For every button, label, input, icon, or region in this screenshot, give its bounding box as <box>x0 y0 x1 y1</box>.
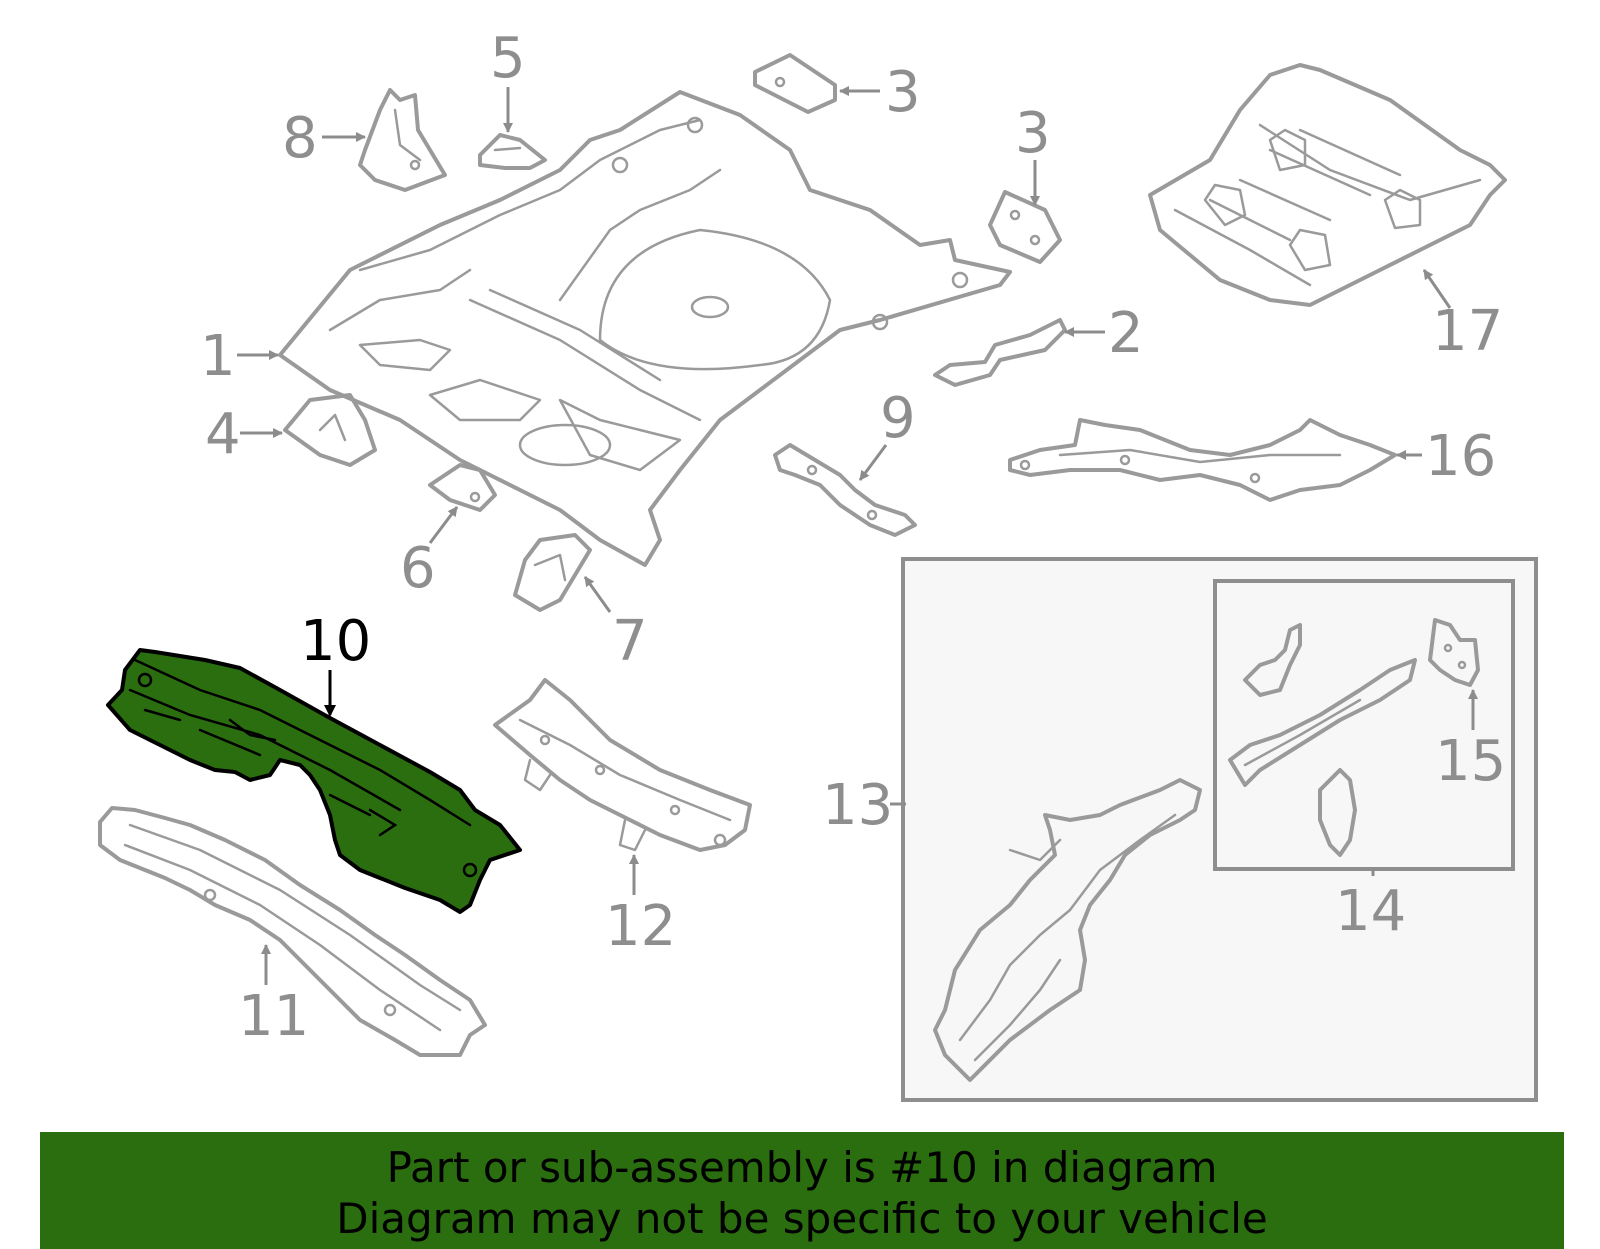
part-3-plate-top <box>753 53 837 114</box>
part-10-rear-crossmember-highlighted[interactable] <box>106 648 522 914</box>
assembly-14-box <box>1213 579 1515 871</box>
leader-arrows <box>237 86 1478 985</box>
part-14-bracket-set <box>1228 623 1417 857</box>
part-15-bracket <box>1428 618 1480 687</box>
callout-6: 6 <box>400 536 436 601</box>
part-9-reinforcement <box>773 443 917 537</box>
part-6-bracket <box>428 463 497 512</box>
part-7-bracket <box>513 533 592 612</box>
part-12-crossmember <box>493 678 752 852</box>
callout-1: 1 <box>200 324 236 389</box>
callout-2: 2 <box>1108 301 1144 366</box>
part-16-crossmember <box>1008 418 1397 502</box>
callout-11: 11 <box>238 984 309 1049</box>
callout-4: 4 <box>205 402 241 467</box>
callout-16: 16 <box>1425 424 1496 489</box>
callout-12: 12 <box>605 894 676 959</box>
callout-3-top: 3 <box>885 60 921 125</box>
banner-line-1: Part or sub-assembly is #10 in diagram <box>386 1143 1218 1192</box>
callout-5: 5 <box>490 26 526 91</box>
part-3-bracket-right <box>988 190 1062 264</box>
parts-diagram: 1 2 3 3 4 5 6 7 8 9 10 11 12 13 14 15 16… <box>98 26 1538 1102</box>
part-8-bracket <box>358 88 447 192</box>
callout-15: 15 <box>1435 729 1506 794</box>
callout-17: 17 <box>1432 299 1503 364</box>
callout-3-right: 3 <box>1015 101 1051 166</box>
info-banner: Part or sub-assembly is #10 in diagram D… <box>40 1132 1564 1249</box>
banner-line-2: Diagram may not be specific to your vehi… <box>336 1194 1268 1243</box>
callout-labels: 1 2 3 3 4 5 6 7 8 9 10 11 12 13 14 15 16… <box>200 26 1506 1049</box>
part-2-bracket <box>933 318 1067 387</box>
part-4-gusset <box>283 393 377 467</box>
callout-13: 13 <box>822 773 893 838</box>
callout-9: 9 <box>880 386 916 451</box>
part-1-rear-floor-pan <box>278 90 1012 567</box>
part-5-clip <box>478 133 547 170</box>
part-11-side-member <box>98 806 487 1057</box>
part-13-rear-side-rail <box>933 778 1202 1082</box>
callout-10: 10 <box>300 609 371 674</box>
callout-7: 7 <box>612 609 648 674</box>
callout-8: 8 <box>282 106 318 171</box>
part-17-spare-tire-pan <box>1148 63 1507 307</box>
callout-14: 14 <box>1335 879 1406 944</box>
